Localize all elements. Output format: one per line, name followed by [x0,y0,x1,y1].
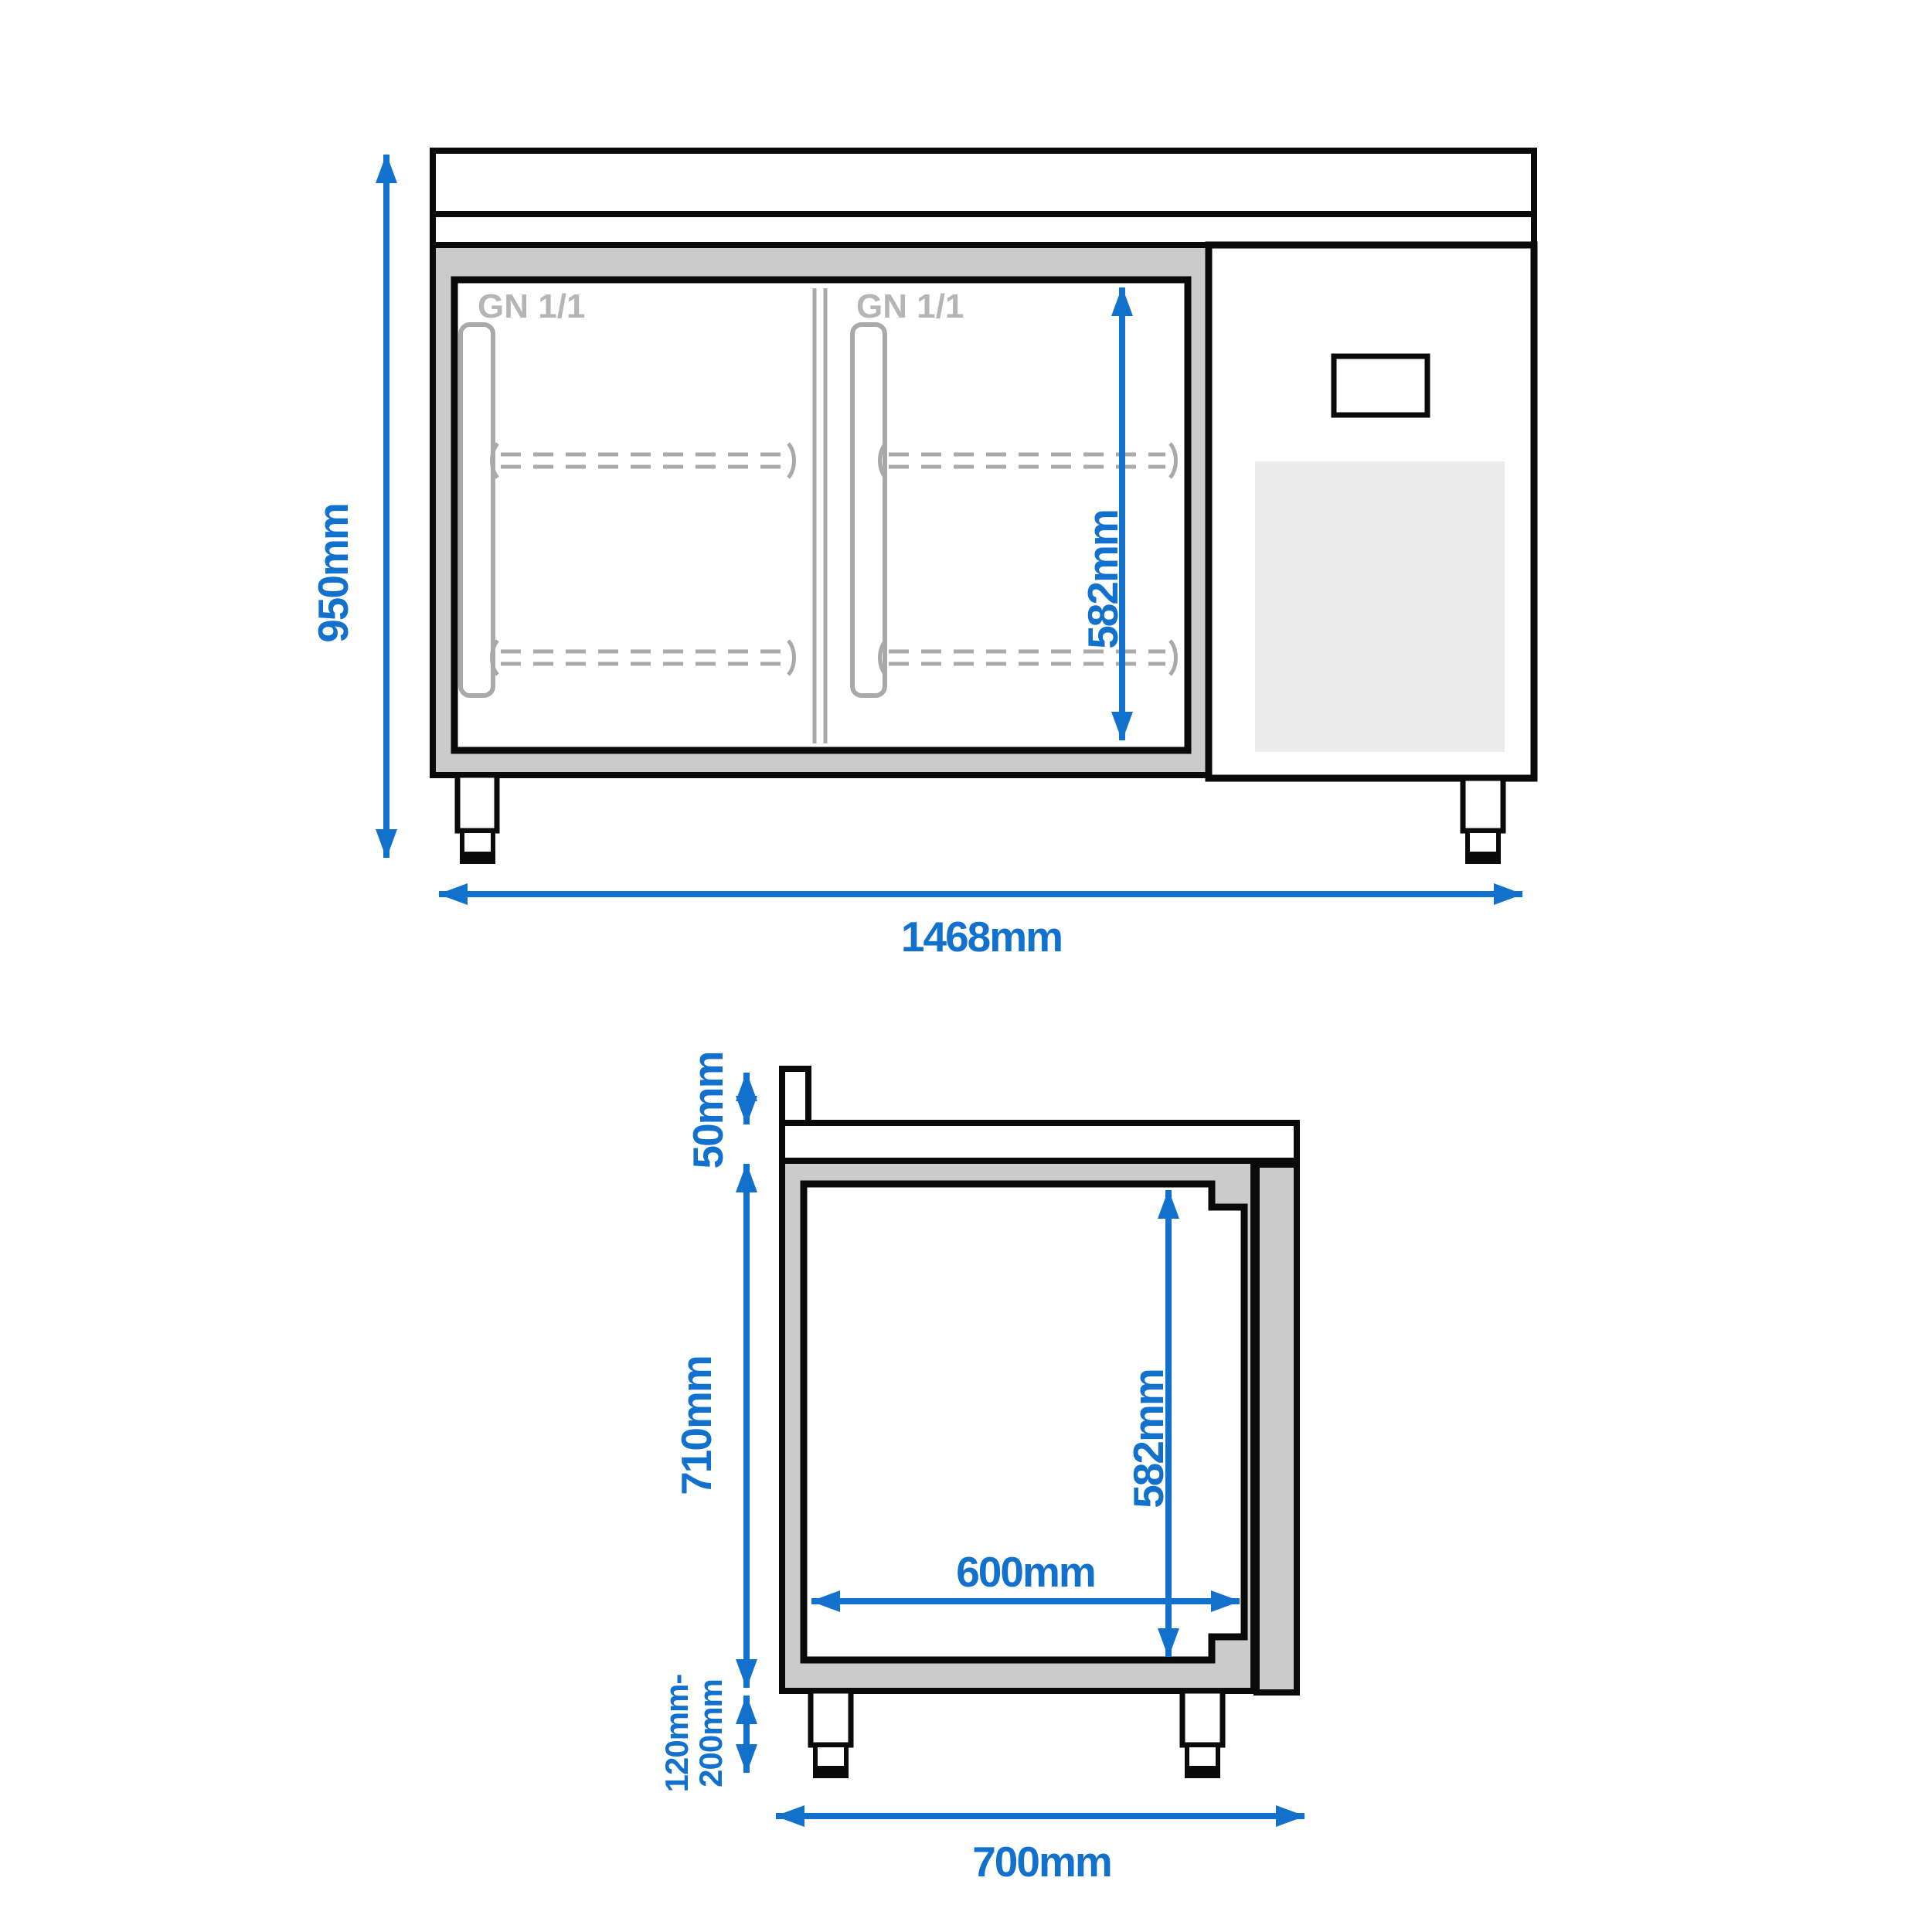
front-door-interior [451,276,1192,754]
side-interior [800,1180,1248,1664]
left-door-handle [458,322,495,698]
front-worktop [430,148,1537,248]
side-interior-height-label: 582mm [1124,1369,1173,1509]
vent-panel [1255,461,1505,752]
side-front-leg [1179,1688,1226,1778]
dim-height-label: 950mm [309,504,358,643]
front-interior-height-label: 582mm [1079,510,1128,649]
gn-label-left: GN 1/1 [478,287,586,325]
side-view [779,1066,1300,1778]
side-door [1253,1162,1300,1696]
left-door-shelf-ends [490,442,796,676]
total-depth-label: 700mm [972,1838,1113,1886]
body-height-label: 710mm [672,1356,721,1495]
left-door-shelves [501,452,784,666]
door-divider [812,288,828,743]
control-panel [1331,353,1430,418]
front-left-leg [454,772,500,864]
leg-height-max: 200mm [692,1679,729,1787]
side-worktop [779,1120,1300,1164]
front-view [430,148,1538,864]
leg-height-label: 120mm- 200mm [658,1674,729,1793]
dimension-arrows [376,154,1523,1827]
side-backsplash [779,1066,811,1129]
right-door-handle [850,322,887,698]
side-back-leg [808,1688,854,1778]
dim-width-label: 1468mm [900,913,1063,961]
leg-height-min: 120mm- [658,1674,695,1793]
interior-depth-label: 600mm [956,1548,1097,1597]
right-door-shelf-ends [878,442,1178,676]
backsplash-height-label: 50mm [684,1052,733,1169]
gn-label-right: GN 1/1 [856,287,964,325]
front-right-leg [1460,775,1506,864]
